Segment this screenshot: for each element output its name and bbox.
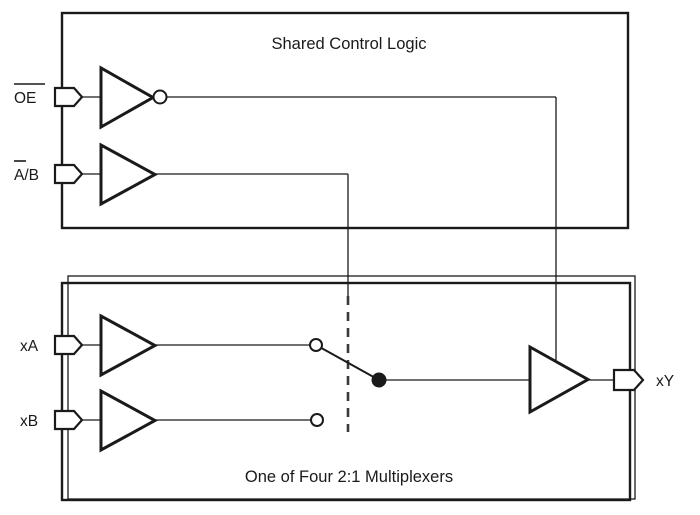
pin-connector-xy[interactable] <box>612 368 645 392</box>
shared-control-logic-box <box>60 11 630 230</box>
pin-connector-oe[interactable] <box>53 86 84 108</box>
output-buffer-gate <box>528 344 592 415</box>
shared-control-logic-title: Shared Control Logic <box>271 35 426 53</box>
ab-buffer-gate <box>99 142 159 207</box>
oe-inverter-gate <box>99 65 157 130</box>
pin-label-xa: xA <box>20 338 39 355</box>
pin-label-oe: OE <box>14 90 36 107</box>
oe-inverter-bubble-icon <box>152 89 168 105</box>
pin-connector-xa[interactable] <box>53 334 84 356</box>
xb-buffer-gate <box>99 388 159 453</box>
pin-connector-xb[interactable] <box>53 409 84 431</box>
pin-label-ab: A/B <box>14 167 39 184</box>
pin-label-xy: xY <box>656 373 674 390</box>
switch-arm[interactable] <box>315 344 380 381</box>
switch-contact-b-icon <box>310 413 324 427</box>
pin-connector-ab[interactable] <box>53 163 84 185</box>
pin-label-xb: xB <box>20 413 38 430</box>
switch-common-node-icon <box>371 372 387 388</box>
switch-contact-a-icon <box>309 338 323 352</box>
multiplexer-title: One of Four 2:1 Multiplexers <box>245 468 453 486</box>
multiplexer-box <box>60 281 632 502</box>
xa-buffer-gate <box>99 313 159 378</box>
